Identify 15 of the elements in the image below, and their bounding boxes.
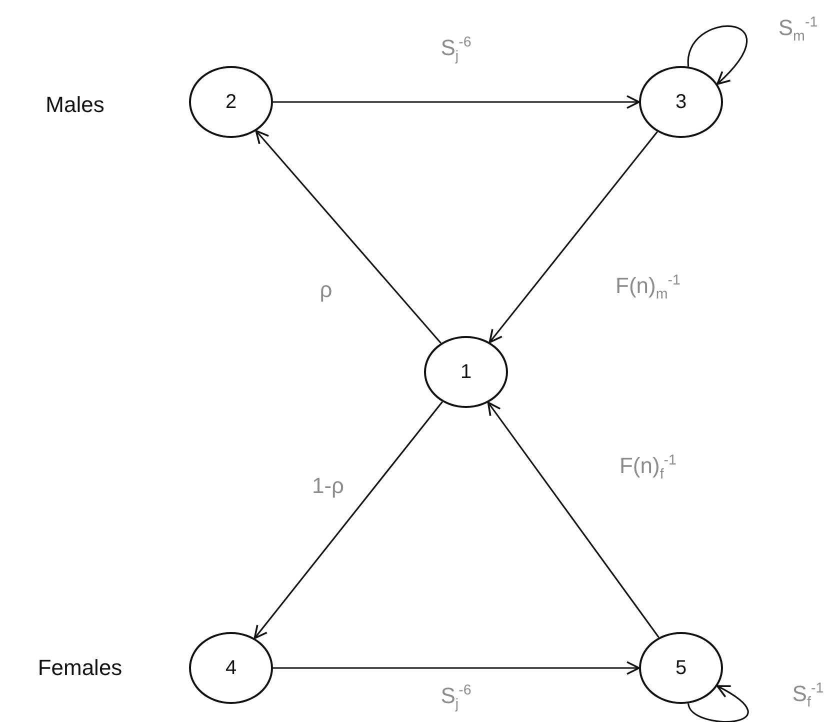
arrow — [487, 402, 660, 638]
arrow — [255, 130, 442, 344]
row-label: Females — [38, 655, 122, 681]
arrow — [488, 131, 658, 344]
state-number: 3 — [675, 90, 687, 114]
state-number: 2 — [225, 90, 237, 114]
state-number: 1 — [460, 360, 472, 384]
state-number: 5 — [675, 656, 687, 680]
state-number: 4 — [225, 656, 237, 680]
arrow — [273, 95, 640, 109]
arrow — [254, 401, 443, 640]
row-label: Males — [46, 92, 104, 118]
arrow — [273, 661, 640, 675]
self-loop-arrow — [688, 26, 748, 85]
self-loop-arrow — [688, 685, 749, 722]
